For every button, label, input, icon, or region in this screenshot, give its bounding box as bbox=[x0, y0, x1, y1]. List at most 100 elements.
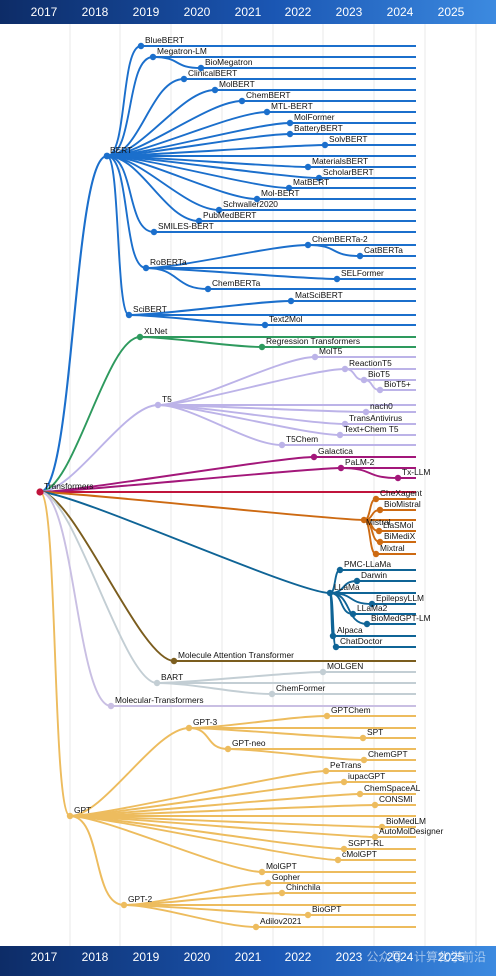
branch-edge bbox=[69, 815, 125, 906]
model-label-molgen: MOLGEN bbox=[327, 661, 363, 671]
model-label-alpaca: Alpaca bbox=[337, 625, 363, 635]
model-label-scholarbert: ScholarBERT bbox=[323, 167, 374, 177]
model-node-transformers bbox=[36, 488, 44, 496]
model-node-galactica bbox=[310, 453, 318, 461]
model-label-text-chem-t5: Text+Chem T5 bbox=[344, 424, 399, 434]
model-node-smiles-bert bbox=[150, 228, 158, 236]
year-label-2025: 2025 bbox=[437, 5, 465, 19]
model-node-selformer bbox=[333, 275, 341, 283]
year-label-2025: 2025 bbox=[437, 950, 465, 964]
model-node-chembert bbox=[238, 97, 246, 105]
model-node-reactiont5 bbox=[341, 365, 349, 373]
model-label-chemberta-2: ChemBERTa-2 bbox=[312, 234, 368, 244]
model-label-bart: BART bbox=[161, 672, 183, 682]
year-label-2024: 2024 bbox=[386, 5, 414, 19]
model-label-chemberta: ChemBERTa bbox=[212, 278, 261, 288]
model-node-scholarbert bbox=[315, 174, 323, 182]
model-node-llasmol bbox=[375, 527, 383, 535]
model-label-tx-llm: Tx-LLM bbox=[402, 467, 430, 477]
model-label-xlnet: XLNet bbox=[144, 326, 168, 336]
model-node-clinicalbert bbox=[180, 75, 188, 83]
branch-edge bbox=[157, 356, 316, 406]
model-label-t5chem: T5Chem bbox=[286, 434, 318, 444]
branch-edge bbox=[128, 300, 292, 316]
model-label-gpt-3: GPT-3 bbox=[193, 717, 218, 727]
model-label-regression-transformers: Regression Transformers bbox=[266, 336, 360, 346]
model-label-consmi: CONSMI bbox=[379, 794, 413, 804]
branch-edge bbox=[329, 592, 368, 625]
model-label-biot5: BioT5+ bbox=[384, 379, 411, 389]
model-label-petrans: PeTrans bbox=[330, 760, 361, 770]
branch-edge bbox=[69, 815, 263, 873]
branch-edge bbox=[227, 748, 365, 761]
model-node-solvbert bbox=[321, 141, 329, 149]
year-label-2018: 2018 bbox=[81, 950, 109, 964]
model-label-mol-bert: Mol-BERT bbox=[261, 188, 299, 198]
branch-edge bbox=[156, 682, 273, 695]
model-label-llama2: LLaMa2 bbox=[357, 603, 388, 613]
model-node-iupacgpt bbox=[340, 778, 348, 786]
model-node-molformer bbox=[286, 119, 294, 127]
model-node-t5 bbox=[154, 401, 162, 409]
model-node-gpt-neo bbox=[224, 745, 232, 753]
model-node-spt bbox=[359, 734, 367, 742]
year-label-2023: 2023 bbox=[335, 5, 363, 19]
model-label-sgpt-rl: SGPT-RL bbox=[348, 838, 384, 848]
model-label-llama: LLaMa bbox=[334, 582, 360, 592]
branch-edge bbox=[39, 154, 108, 494]
model-node-batterybert bbox=[286, 130, 294, 138]
model-node-catberta bbox=[356, 252, 364, 260]
branch-edge bbox=[340, 467, 399, 479]
year-label-2019: 2019 bbox=[132, 950, 160, 964]
model-label-schwaller2020: Schwaller2020 bbox=[223, 199, 278, 209]
branch-edge bbox=[128, 314, 266, 326]
year-label-2024: 2024 bbox=[386, 950, 414, 964]
branch-edge bbox=[156, 671, 324, 684]
model-label-solvbert: SolvBERT bbox=[329, 134, 367, 144]
model-label-biomistral: BioMistral bbox=[384, 499, 421, 509]
model-label-chemspaceal: ChemSpaceAL bbox=[364, 783, 421, 793]
model-label-biomedgpt-lm: BioMedGPT-LM bbox=[371, 613, 431, 623]
model-node-roberta bbox=[142, 264, 150, 272]
model-label-chembert: ChemBERT bbox=[246, 90, 291, 100]
branch-edge bbox=[69, 727, 190, 817]
model-node-chemberta bbox=[204, 285, 212, 293]
model-node-gpt-2 bbox=[120, 901, 128, 909]
model-label-molgpt: MolGPT bbox=[266, 861, 297, 871]
model-label-chemgpt: ChemGPT bbox=[368, 749, 408, 759]
model-label-biomegatron: BioMegatron bbox=[205, 57, 253, 67]
model-node-molgpt bbox=[258, 868, 266, 876]
model-node-text-chem-t5 bbox=[336, 431, 344, 439]
model-label-pubmedbert: PubMedBERT bbox=[203, 210, 256, 220]
model-label-chatdoctor: ChatDoctor bbox=[340, 636, 383, 646]
model-label-scibert: SciBERT bbox=[133, 304, 167, 314]
model-label-matscibert: MatSciBERT bbox=[295, 290, 343, 300]
model-label-nach0: nach0 bbox=[370, 401, 393, 411]
branch-edge bbox=[157, 404, 283, 446]
model-node-megatron-lm bbox=[149, 53, 157, 61]
model-node-matscibert bbox=[287, 297, 295, 305]
model-node-pubmedbert bbox=[195, 217, 203, 225]
branch-edge bbox=[39, 336, 141, 493]
model-node-bimedix bbox=[376, 538, 384, 546]
model-node-chinchila bbox=[278, 889, 286, 897]
branch-edge bbox=[139, 336, 263, 348]
model-node-matbert bbox=[285, 184, 293, 192]
model-node-molt5 bbox=[311, 353, 319, 361]
branch-edge bbox=[39, 491, 331, 594]
branch-edge bbox=[123, 904, 257, 928]
model-label-chemformer: ChemFormer bbox=[276, 683, 326, 693]
model-node-schwaller2020 bbox=[215, 206, 223, 214]
model-label-gptchem: GPTChem bbox=[331, 705, 371, 715]
model-node-chemgpt bbox=[360, 756, 368, 764]
model-label-megatron-lm: Megatron-LM bbox=[157, 46, 207, 56]
branch-edge bbox=[106, 155, 130, 316]
model-node-bluebert bbox=[137, 42, 145, 50]
model-label-cmolgpt: cMolGPT bbox=[342, 849, 377, 859]
year-label-2017: 2017 bbox=[30, 5, 58, 19]
model-label-biogpt: BioGPT bbox=[312, 904, 341, 914]
model-node-chemspaceal bbox=[356, 790, 364, 798]
